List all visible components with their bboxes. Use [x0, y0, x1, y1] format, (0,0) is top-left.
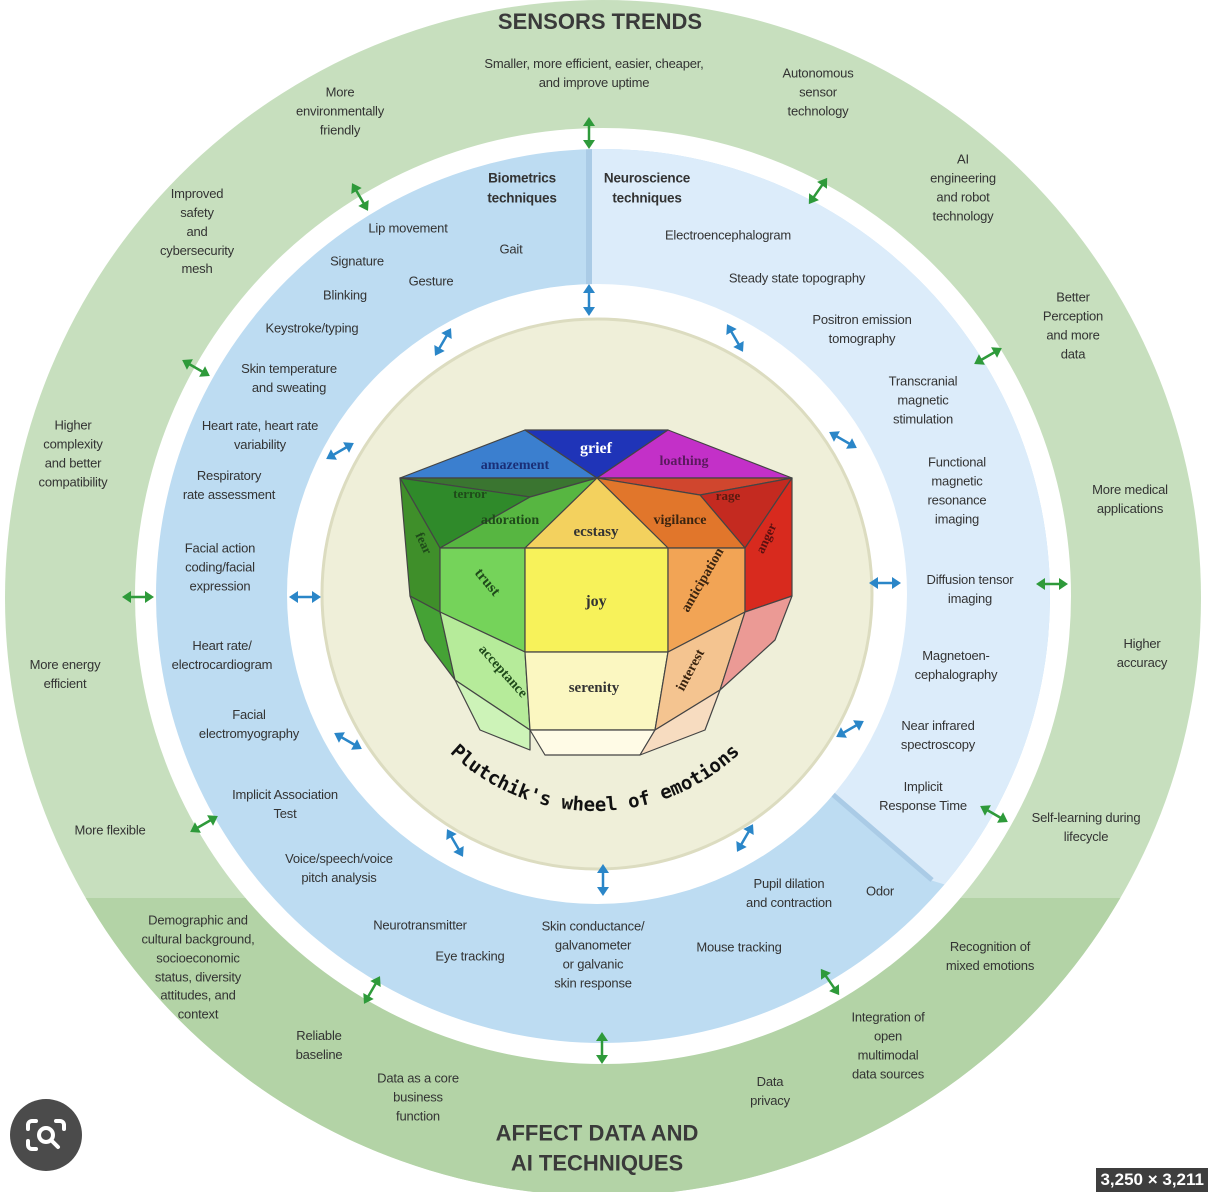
- neuroscience-label: Functional magnetic resonance imaging: [927, 454, 987, 526]
- emotion-label: vigilance: [654, 513, 707, 528]
- lens-search-button[interactable]: [10, 1099, 82, 1171]
- biometric-label: Blinking: [323, 287, 367, 303]
- sensor-trend-label: More environmentally friendly: [295, 84, 385, 138]
- biometric-label: Lip movement: [368, 220, 448, 236]
- ai-technique-label: Demographic and cultural background, soc…: [141, 912, 255, 1022]
- title-sensors-trends: SENSORS TRENDS: [497, 9, 703, 35]
- double-arrow-icon: [596, 1032, 608, 1064]
- biometric-label: Eye tracking: [435, 948, 505, 964]
- sensor-trend-label: Self-learning during lifecycle: [1031, 810, 1141, 844]
- double-arrow-icon: [1036, 578, 1068, 590]
- biometric-label: Neurotransmitter: [373, 917, 467, 933]
- biometrics-header: Biometrics techniques: [487, 170, 557, 205]
- ai-technique-label: Recognition of mixed emotions: [945, 939, 1035, 973]
- biometric-label: Gesture: [408, 273, 454, 289]
- biometric-label: Heart rate, heart rate variability: [201, 418, 319, 452]
- emotion-label: amazement: [481, 458, 550, 473]
- double-arrow-icon: [182, 359, 210, 377]
- emotion-wheel: amazement grief loathing terror rage ado…: [399, 429, 793, 756]
- neuroscience-label: Near infrared spectroscopy: [900, 718, 976, 752]
- double-arrow-icon: [736, 824, 754, 852]
- biometric-label: Pupil dilation and contraction: [746, 876, 832, 910]
- biometric-label: Voice/speech/voice pitch analysis: [285, 851, 393, 885]
- sensor-trend-label: Improved safety and cybersecurity mesh: [160, 185, 234, 277]
- biometric-label: Signature: [330, 253, 384, 269]
- double-arrow-icon: [334, 732, 362, 750]
- sensor-trend-label: AI engineering and robot technology: [930, 151, 996, 223]
- sensor-trend-label: More energy efficient: [29, 657, 101, 691]
- double-arrow-icon: [434, 328, 452, 356]
- emotion-label: rage: [716, 488, 741, 503]
- double-arrow-icon: [583, 284, 595, 316]
- biometric-label: Facial action coding/facial expression: [184, 540, 256, 594]
- emotion-label: serenity: [569, 680, 620, 696]
- ai-technique-label: Reliable baseline: [295, 1028, 343, 1062]
- biometric-label: Keystroke/typing: [265, 320, 359, 336]
- neuroscience-label: Diffusion tensor imaging: [926, 572, 1014, 606]
- sensor-trend-label: Better Perception and more data: [1042, 289, 1104, 361]
- biometric-label: Gait: [499, 241, 523, 257]
- biometric-label: Skin temperature and sweating: [241, 361, 337, 395]
- sensor-trend-label: Higher accuracy: [1116, 636, 1168, 670]
- double-arrow-icon: [820, 968, 840, 996]
- double-arrow-icon: [974, 347, 1002, 365]
- neuroscience-header: Neuroscience techniques: [603, 170, 691, 205]
- ai-technique-label: Data privacy: [750, 1074, 790, 1108]
- sensor-trend-label: More medical applications: [1092, 482, 1168, 516]
- biometric-label: Heart rate/ electrocardiogram: [171, 638, 273, 672]
- neuroscience-label: Positron emission tomography: [812, 312, 912, 346]
- double-arrow-icon: [583, 117, 595, 149]
- sensor-trend-label: Smaller, more efficient, easier, cheaper…: [484, 56, 704, 90]
- biometric-label: Respiratory rate assessment: [182, 468, 276, 502]
- double-arrow-icon: [836, 720, 864, 738]
- biometric-label: Odor: [865, 883, 895, 899]
- double-arrow-icon: [326, 442, 354, 460]
- double-arrow-icon: [289, 591, 321, 603]
- double-arrow-icon: [597, 864, 609, 896]
- sensor-trend-label: More flexible: [74, 822, 146, 838]
- emotion-label: joy: [584, 593, 606, 610]
- ai-technique-label: Data as a core business function: [377, 1070, 459, 1124]
- biometric-label: Skin conductance/ galvanometer or galvan…: [541, 918, 645, 990]
- biometric-label: Mouse tracking: [696, 939, 782, 955]
- sensor-trend-label: Autonomous sensor technology: [782, 65, 854, 119]
- neuroscience-label: Steady state topography: [728, 270, 866, 286]
- emotion-label: loathing: [659, 454, 708, 469]
- emotion-label: adoration: [481, 513, 540, 528]
- double-arrow-icon: [351, 183, 369, 211]
- emotion-label: ecstasy: [574, 524, 619, 540]
- biometric-label: Implicit Association Test: [232, 787, 338, 821]
- emotion-label: terror: [453, 486, 487, 501]
- title-affect-data: AFFECT DATA AND AI TECHNIQUES: [495, 1120, 699, 1175]
- double-arrow-icon: [808, 177, 828, 205]
- double-arrow-icon: [980, 805, 1008, 823]
- double-arrow-icon: [869, 577, 901, 589]
- emotion-label: grief: [580, 440, 613, 457]
- lens-icon: [26, 1119, 66, 1151]
- neuroscience-label: Transcranial magnetic stimulation: [888, 373, 958, 427]
- double-arrow-icon: [122, 591, 154, 603]
- double-arrow-icon: [363, 976, 381, 1004]
- double-arrow-icon: [190, 815, 218, 833]
- ai-technique-label: Integration of open multimodal data sour…: [851, 1009, 925, 1081]
- arrows-group: [122, 117, 1068, 1064]
- double-arrow-icon: [829, 431, 857, 449]
- sensor-trend-label: Higher complexity and better compatibili…: [38, 417, 108, 489]
- biometric-label: Facial electromyography: [198, 707, 300, 741]
- double-arrow-icon: [726, 324, 744, 352]
- neuroscience-label: Implicit Response Time: [879, 779, 967, 813]
- double-arrow-icon: [446, 829, 464, 857]
- image-dimensions-badge: 3,250 × 3,211: [1096, 1168, 1208, 1192]
- neuroscience-label: Electroencephalogram: [664, 227, 792, 243]
- neuroscience-label: Magnetoen- cephalography: [914, 648, 998, 682]
